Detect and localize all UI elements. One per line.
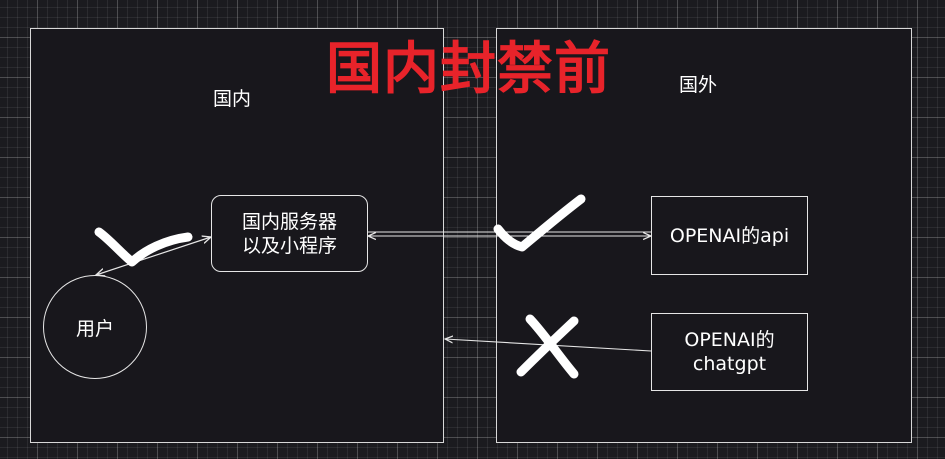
openai-chatgpt-line1: OPENAI的: [684, 329, 775, 351]
user-node-label: 用户: [75, 317, 114, 340]
user-node[interactable]: 用户: [43, 275, 147, 379]
foreign-region-label: 国外: [679, 74, 718, 96]
server-node-line2: 以及小程序: [241, 234, 337, 257]
server-node-line1: 国内服务器: [241, 210, 337, 233]
domestic-region-label: 国内: [213, 88, 252, 110]
diagram-title: 国内封禁前: [326, 37, 611, 102]
openai-chatgpt-line2: chatgpt: [692, 353, 767, 375]
openai-api-label: OPENAI的api: [669, 224, 790, 247]
server-miniprogram-node[interactable]: 国内服务器 以及小程序: [211, 195, 368, 272]
openai-api-node[interactable]: OPENAI的api: [651, 196, 808, 275]
openai-chatgpt-node[interactable]: OPENAI的 chatgpt: [651, 313, 808, 391]
